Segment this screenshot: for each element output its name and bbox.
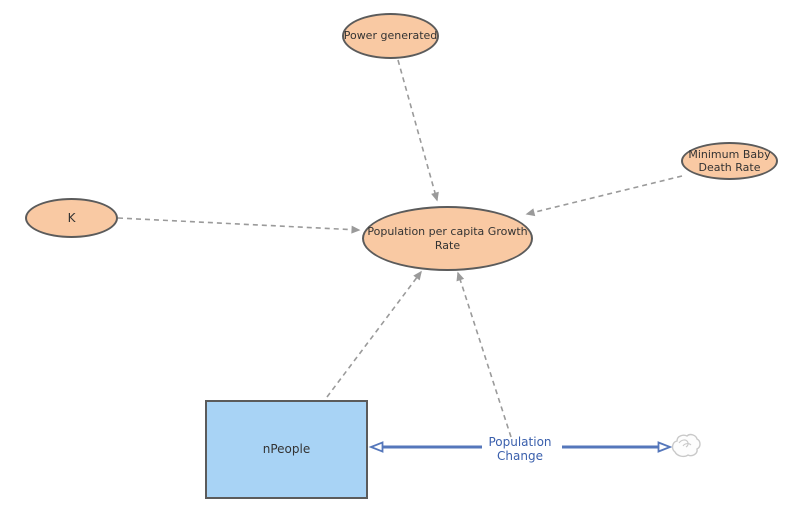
label-line-2: Change [497, 449, 543, 463]
node-population-per-capita-growth-rate[interactable]: Population per capita Growth Rate [362, 206, 533, 271]
link-minimum-baby-death-rate-to-growth-rate[interactable] [525, 175, 683, 217]
link-k-to-growth-rate[interactable] [117, 217, 361, 234]
label-line-1: Population per capita Growth [367, 225, 528, 239]
cloud-icon[interactable] [671, 433, 701, 458]
node-label: Population per capita Growth Rate [367, 225, 527, 251]
node-minimum-baby-death-rate[interactable]: Minimum Baby Death Rate [681, 142, 778, 180]
cloud-squiggle [678, 439, 692, 448]
node-power-generated[interactable]: Power generated [342, 13, 439, 59]
node-label: K [67, 210, 76, 225]
node-label: Power generated [343, 29, 438, 43]
node-npeople-stock[interactable]: nPeople [205, 400, 368, 499]
label-line-1: Population [488, 435, 552, 449]
node-k[interactable]: K [25, 198, 118, 238]
node-label: Minimum Baby Death Rate [688, 148, 770, 174]
node-label: nPeople [262, 442, 311, 457]
label-line-1: Minimum Baby [688, 147, 771, 161]
link-npeople-to-growth-rate[interactable] [326, 270, 422, 398]
link-population-change-to-growth-rate[interactable] [456, 271, 512, 438]
label-line-2: Death Rate [698, 161, 761, 174]
label-line-2: Rate [434, 238, 461, 252]
flow-label-population-change[interactable]: Population Change [467, 435, 573, 463]
link-power-generated-to-growth-rate[interactable] [397, 59, 439, 202]
cloud-outline [671, 433, 701, 458]
